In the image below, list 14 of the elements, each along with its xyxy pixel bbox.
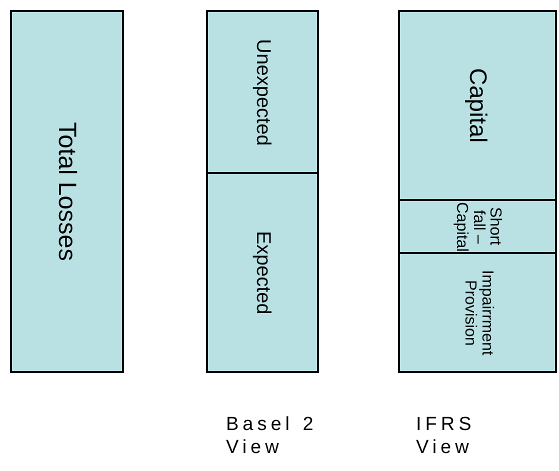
stacked-box <box>206 172 319 373</box>
column-caption: Basel 2 View <box>226 414 318 460</box>
box-label: Capital <box>464 68 490 143</box>
stacked-box <box>10 10 124 373</box>
box-label: Impairrment Provision <box>460 268 494 358</box>
stacked-box <box>398 199 557 254</box>
stacked-box <box>398 10 557 201</box>
column-caption: IFRS View <box>416 414 476 460</box>
box-label: Unexpected <box>252 38 273 146</box>
box-label: Expected <box>252 230 273 314</box>
box-label: Total Losses <box>54 122 80 261</box>
stacked-box <box>398 252 557 373</box>
stacked-box <box>206 10 319 174</box>
box-label: Short fall – Capital <box>452 201 503 252</box>
